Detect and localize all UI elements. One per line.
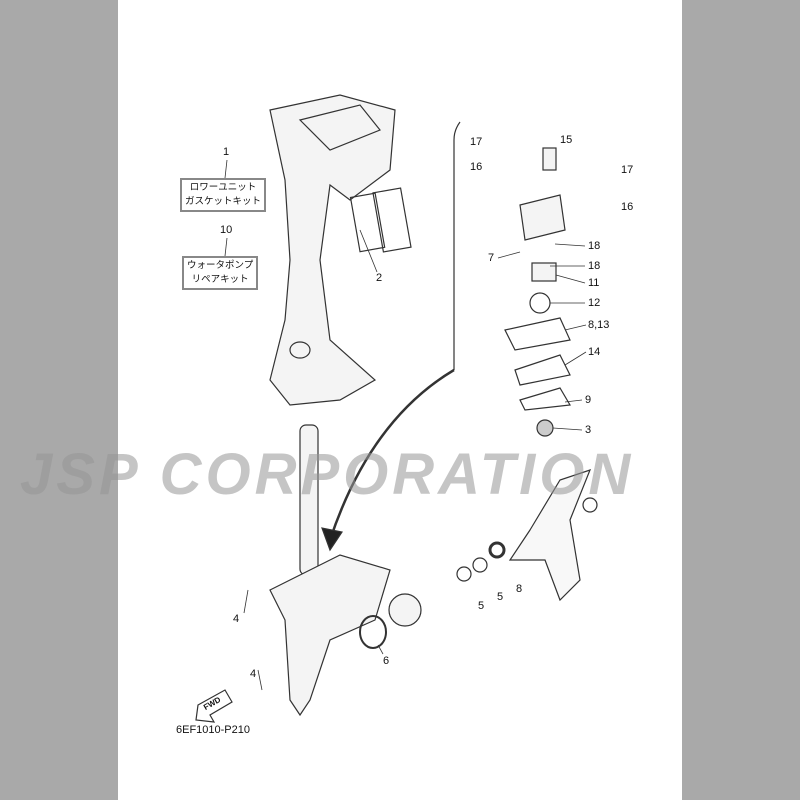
right-margin — [682, 0, 800, 800]
callout: 7 — [488, 252, 495, 264]
callout: 12 — [588, 297, 601, 309]
upper-casing — [269, 94, 412, 406]
callout: 15 — [560, 134, 573, 146]
kit-ref-1: 1 — [223, 146, 230, 158]
arrow-head — [321, 527, 343, 552]
fwd-arrow-icon — [195, 689, 233, 723]
watermark: JSP CORPORATION — [20, 442, 635, 507]
water-pump-parts — [504, 147, 571, 437]
callout: 8,13 — [588, 319, 610, 331]
callout: 4 — [250, 668, 257, 680]
callout: 8 — [516, 583, 523, 595]
callout: 14 — [588, 346, 601, 358]
kit-name-line1: ロワーユニット — [189, 182, 257, 193]
lower-unit — [269, 469, 598, 717]
pointer-arrow — [328, 368, 455, 541]
callout: 16 — [621, 201, 634, 213]
callout: 17 — [470, 136, 483, 148]
callout: 9 — [585, 394, 592, 406]
callout: 18 — [588, 240, 601, 252]
callout: 4 — [233, 613, 240, 625]
kit-name-line2: リペアキット — [191, 274, 249, 285]
callout: 11 — [588, 277, 600, 289]
callout: 18 — [588, 260, 601, 272]
callout: 6 — [383, 655, 390, 667]
callout: 3 — [585, 424, 592, 436]
callout: 5 — [497, 591, 504, 603]
divider-line — [453, 121, 461, 370]
callout: 2 — [376, 272, 383, 284]
kit-ref-10: 10 — [220, 224, 233, 236]
callout: 16 — [470, 161, 483, 173]
kit-name-line2: ガスケットキット — [185, 196, 262, 207]
kit-box-water-pump-repair: ウォータポンプ リペアキット — [182, 256, 259, 290]
kit-name-line1: ウォータポンプ — [187, 260, 254, 271]
left-margin — [0, 0, 118, 800]
callout: 5 — [478, 600, 485, 612]
kit-box-lower-unit-gasket: ロワーユニット ガスケットキット — [180, 178, 267, 212]
callout: 17 — [621, 164, 634, 176]
diagram-code: 6EF1010-P210 — [176, 724, 250, 736]
parts-diagram-sheet — [118, 0, 682, 800]
